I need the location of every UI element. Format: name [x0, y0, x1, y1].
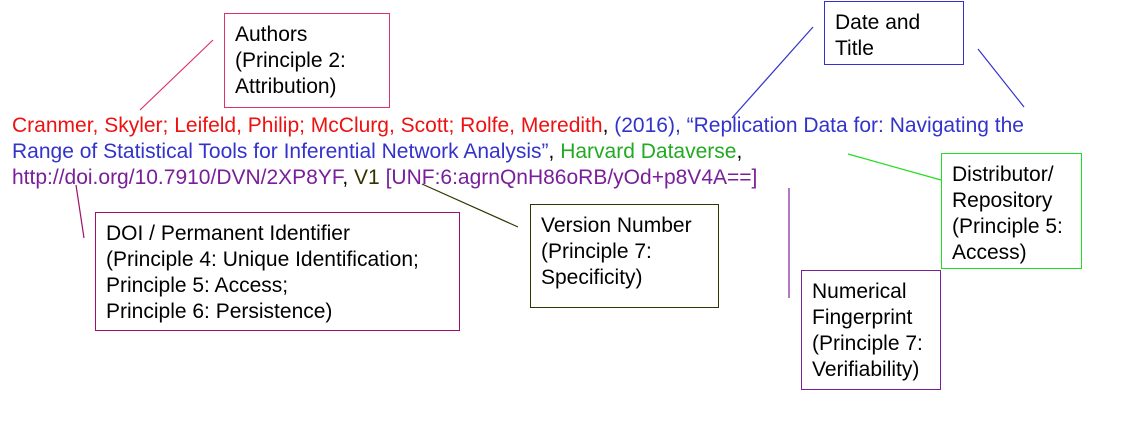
callout-line: Title: [835, 37, 874, 60]
citation-title-part-2: Range of Statistical Tools for Inferenti…: [12, 140, 549, 163]
callout-line: Principle 5: Access;: [106, 274, 289, 297]
callout-line: Version Number: [541, 214, 692, 237]
distributor-leader-line: [847, 153, 942, 181]
doi-callout-box: DOI / Permanent Identifier (Principle 4:…: [95, 212, 460, 331]
callout-line: Principle 6: Persistence): [106, 300, 333, 323]
callout-line: Repository: [952, 189, 1053, 212]
callout-line: Access): [952, 241, 1027, 264]
callout-line: Specificity): [541, 266, 643, 289]
callout-line: Authors: [235, 23, 308, 46]
version-leader-line: [421, 183, 519, 228]
citation-text: Cranmer, Skyler; Leifeld, Philip; McClur…: [12, 113, 1024, 191]
distributor-callout-box: Distributor/ Repository (Principle 5: Ac…: [941, 153, 1082, 269]
citation-authors: Cranmer, Skyler; Leifeld, Philip; McClur…: [12, 114, 603, 137]
citation-distributor: Harvard Dataverse: [560, 140, 737, 163]
version-callout-box: Version Number (Principle 7: Specificity…: [530, 204, 719, 308]
date-title-callout-box: Date and Title: [824, 1, 964, 65]
callout-line: (Principle 2:: [235, 49, 346, 72]
citation-separator: ,: [602, 114, 615, 137]
authors-callout-box: Authors (Principle 2: Attribution): [224, 13, 390, 108]
callout-line: (Principle 4: Unique Identification;: [106, 248, 419, 271]
callout-line: Numerical: [812, 280, 907, 303]
callout-line: Distributor/: [952, 163, 1054, 186]
callout-line: DOI / Permanent Identifier: [106, 222, 350, 245]
callout-line: Fingerprint: [812, 306, 913, 329]
citation-year: (2016),: [614, 114, 687, 137]
citation-line-1: Cranmer, Skyler; Leifeld, Philip; McClur…: [12, 113, 1024, 139]
authors-leader-line: [139, 39, 214, 111]
citation-separator: ,: [736, 140, 743, 163]
citation-unf: [UNF:6:agrnQnH86oRB/yOd+p8V4A==]: [385, 166, 758, 189]
citation-line-3: http://doi.org/10.7910/DVN/2XP8YF, V1 [U…: [12, 165, 1024, 191]
citation-line-2: Range of Statistical Tools for Inferenti…: [12, 139, 1024, 165]
callout-line: Date and: [835, 11, 921, 34]
callout-line: (Principle 7:: [812, 332, 923, 355]
citation-title-part-1: “Replication Data for: Navigating the: [686, 114, 1024, 137]
callout-line: (Principle 5:: [952, 215, 1063, 238]
callout-line: (Principle 7:: [541, 240, 652, 263]
callout-line: Verifiability): [812, 358, 920, 381]
fingerprint-callout-box: Numerical Fingerprint (Principle 7: Veri…: [801, 270, 941, 390]
citation-separator: ,: [342, 166, 355, 189]
title-leader-line: [977, 48, 1025, 108]
citation-doi-link[interactable]: http://doi.org/10.7910/DVN/2XP8YF: [12, 166, 343, 189]
citation-separator: ,: [548, 140, 561, 163]
citation-version: V1: [354, 166, 380, 189]
doi-leader-line: [75, 184, 85, 239]
callout-line: Attribution): [235, 75, 337, 98]
date-leader-line: [731, 26, 814, 119]
